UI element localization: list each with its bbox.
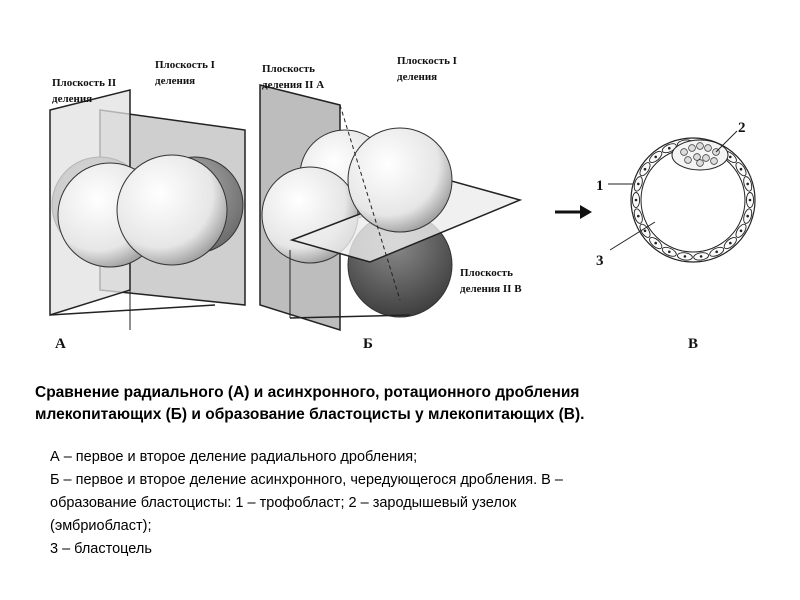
cell-nucleus [643, 167, 647, 171]
cell-nucleus [739, 229, 743, 233]
legend-line-2: Б – первое и второе деление асинхронного… [50, 472, 563, 488]
label-num-1: 1 [596, 178, 604, 194]
embryoblast-cell [696, 159, 704, 167]
cell-nucleus [746, 182, 749, 186]
embryoblast-cell [684, 156, 692, 164]
cell-nucleus [699, 255, 703, 258]
figure-legend: А – первое и второе деление радиального … [50, 446, 770, 561]
panel-v-blastocyst: 1 2 3 В [596, 120, 756, 352]
blastomere-front-right [116, 154, 228, 266]
cell-nucleus [668, 250, 671, 254]
panel-letter-v: В [688, 336, 698, 352]
cell-nucleus [668, 146, 671, 150]
embryoblast-cell [704, 144, 712, 152]
label-plane-ii-a: Плоскость II деления [52, 77, 119, 105]
embryoblast-cell [693, 153, 701, 161]
cell-nucleus [643, 229, 647, 233]
legend-line-1: А – первое и второе деление радиального … [50, 449, 418, 465]
leader-line-2 [715, 130, 738, 153]
cell-nucleus [715, 250, 718, 254]
leader-line-3 [609, 221, 656, 251]
embryoblast-cell [696, 142, 704, 150]
cleavage-diagram: Плоскость II деления Плоскость I деления… [49, 55, 756, 352]
cell-nucleus [637, 214, 640, 218]
blastomere-b-top [347, 127, 453, 233]
cell-nucleus [637, 182, 640, 186]
cell-nucleus [748, 198, 752, 202]
cell-nucleus [634, 198, 638, 202]
panel-letter-b: Б [363, 336, 373, 352]
arrow-icon [555, 205, 592, 219]
cell-nucleus [683, 255, 687, 258]
figure-caption: Сравнение радиального (А) и асинхронного… [35, 382, 775, 426]
embryoblast-cell [688, 144, 696, 152]
legend-line-5: 3 – бластоцель [50, 541, 152, 557]
label-plane-iia-b: Плоскость деления II А [262, 63, 324, 91]
caption-line-1: Сравнение радиального (А) и асинхронного… [35, 384, 580, 401]
label-plane-iib-b: Плоскость деления II В [460, 267, 522, 295]
cell-nucleus [739, 167, 743, 171]
label-num-3: 3 [596, 253, 604, 269]
panel-letter-a: А [55, 336, 66, 352]
cell-nucleus [729, 155, 732, 159]
embryoblast-cell [680, 148, 688, 156]
label-plane-i-a: Плоскость I деления [155, 59, 218, 87]
embryoblast [671, 139, 729, 171]
cell-nucleus [746, 214, 749, 218]
cell-nucleus [729, 241, 732, 245]
blastocyst-outer-ring [630, 137, 756, 263]
label-num-2: 2 [738, 120, 746, 136]
legend-line-3: образование бластоцисты: 1 – трофобласт;… [50, 495, 517, 511]
cell-nucleus [654, 241, 657, 245]
embryoblast-cell [710, 157, 718, 165]
label-plane-i-b: Плоскость I деления [397, 55, 460, 83]
legend-line-4: (эмбриобласт); [50, 518, 152, 534]
caption-line-2: млекопитающих (Б) и образование бластоци… [35, 406, 585, 423]
embryoblast-cell [702, 154, 710, 162]
cell-nucleus [654, 155, 657, 159]
panel-b-rotational-cleavage: Плоскость деления II А Плоскость I делен… [259, 55, 523, 352]
panel-a-radial-cleavage: Плоскость II деления Плоскость I деления… [49, 59, 246, 352]
